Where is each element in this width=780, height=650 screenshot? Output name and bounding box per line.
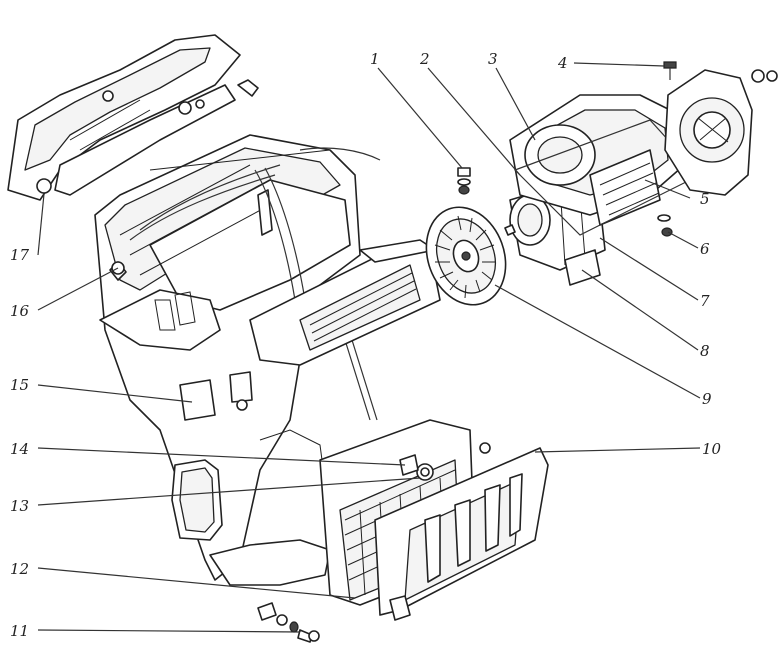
callout-labels: 1 2 3 4 5 6 7 8 9 10 11 12 13 14 15 16 1… [10,50,722,640]
callout-1: 1 [370,50,380,68]
callout-3: 3 [488,50,498,68]
callout-6: 6 [700,240,710,258]
callout-14: 14 [10,440,29,458]
callout-17: 17 [10,246,30,264]
air-duct-part [7,34,259,201]
callout-13: 13 [10,497,29,515]
callout-9: 9 [702,390,712,408]
leader-lines [37,62,701,633]
callout-7: 7 [700,292,710,310]
callout-5: 5 [700,190,710,208]
cover-plate [664,69,778,196]
callout-10: 10 [702,440,722,458]
hose-lines [129,147,381,421]
callout-15: 15 [10,376,29,394]
callout-12: 12 [10,560,29,578]
callout-8: 8 [700,342,710,360]
callout-16: 16 [10,302,30,320]
outlet-grille [249,239,441,366]
fan-impeller [425,206,507,306]
callout-2: 2 [419,50,430,68]
cover-panel [374,447,549,621]
callout-11: 11 [10,622,29,640]
callout-4: 4 [557,54,568,72]
heater-housing [94,134,361,586]
